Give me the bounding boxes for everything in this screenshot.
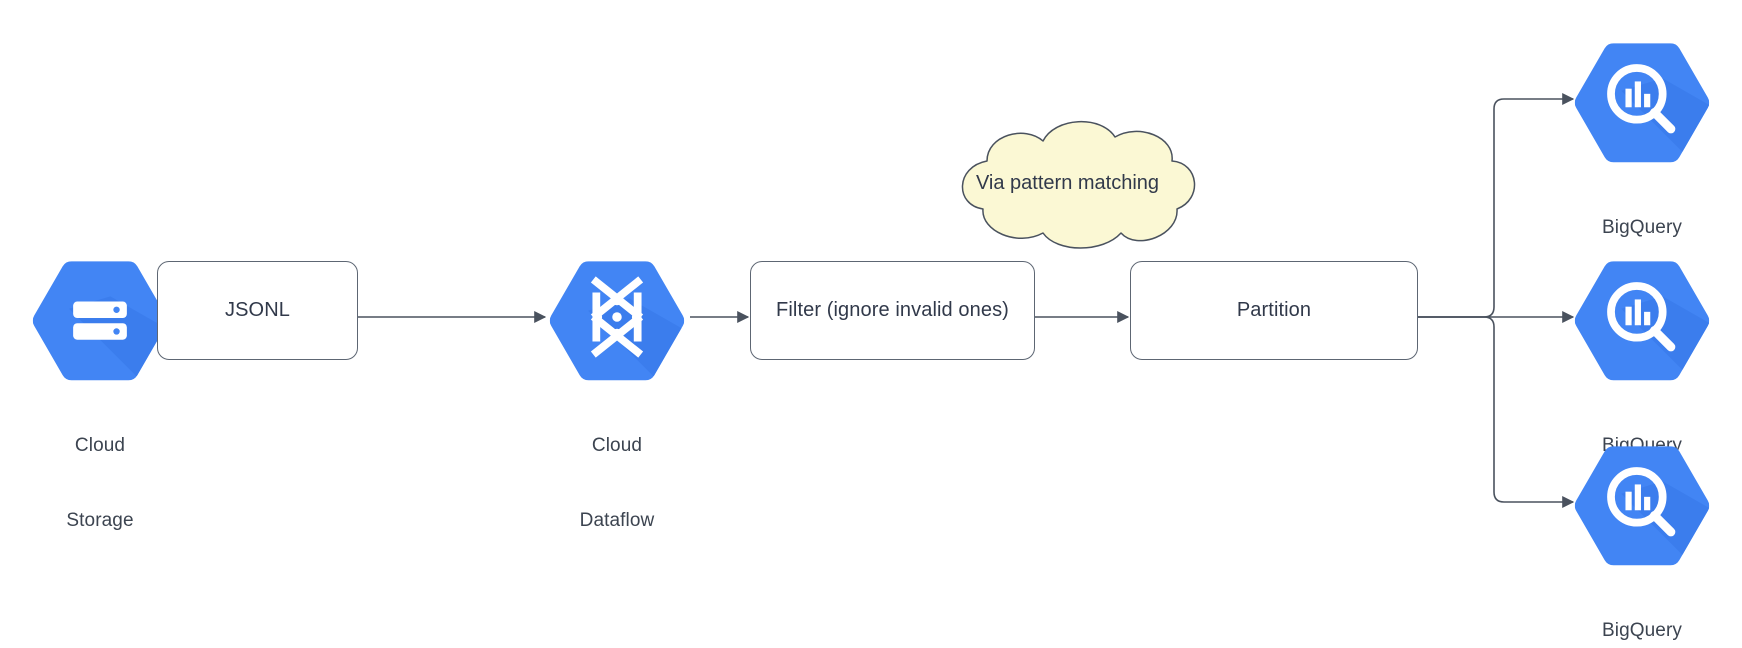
node-jsonl-box[interactable]: JSONL	[157, 261, 358, 360]
node-cloud-storage-label-line1: Cloud	[74, 435, 126, 456]
node-cloud-dataflow-label-line2: Dataflow	[579, 510, 655, 531]
edge-partition-to-table-1	[1418, 93, 1575, 318]
node-bigquery-table-1-label-line1: BigQuery	[1601, 217, 1683, 238]
node-pattern-matching-note[interactable]: Via pattern matching	[925, 113, 1210, 253]
node-cloud-storage-label: Cloud Storage	[66, 383, 133, 583]
node-cloud-storage[interactable]: Cloud Storage	[32, 255, 168, 531]
node-filter-box[interactable]: Filter (ignore invalid ones)	[750, 261, 1035, 360]
node-bigquery-table-2[interactable]: BigQuery Table 2	[1574, 255, 1710, 531]
cloud-storage-hexagon-icon	[32, 261, 168, 381]
node-cloud-dataflow-label-line1: Cloud	[591, 435, 643, 456]
cloud-shape-icon	[961, 121, 1196, 249]
node-partition-label: Partition	[1236, 299, 1312, 321]
node-cloud-dataflow-label: Cloud Dataflow	[580, 383, 655, 583]
bigquery-hexagon-icon	[1574, 446, 1710, 566]
node-bigquery-table-3[interactable]: BigQuery Table 3	[1574, 440, 1710, 641]
node-bigquery-table-3-label-line1: BigQuery	[1601, 620, 1683, 641]
bigquery-hexagon-icon	[1574, 43, 1710, 163]
bigquery-hexagon-icon	[1574, 261, 1710, 381]
node-bigquery-table-3-label: BigQuery Table 3	[1602, 568, 1682, 648]
cloud-dataflow-hexagon-icon	[549, 261, 685, 381]
node-partition-box[interactable]: Partition	[1130, 261, 1418, 360]
node-cloud-storage-label-line2: Storage	[66, 510, 134, 531]
node-filter-label: Filter (ignore invalid ones)	[776, 299, 1009, 321]
node-jsonl-label: JSONL	[225, 299, 290, 321]
edge-partition-to-table-3	[1418, 316, 1575, 508]
node-cloud-dataflow[interactable]: Cloud Dataflow	[549, 255, 685, 531]
node-bigquery-table-1[interactable]: BigQuery Table 1	[1574, 37, 1710, 313]
